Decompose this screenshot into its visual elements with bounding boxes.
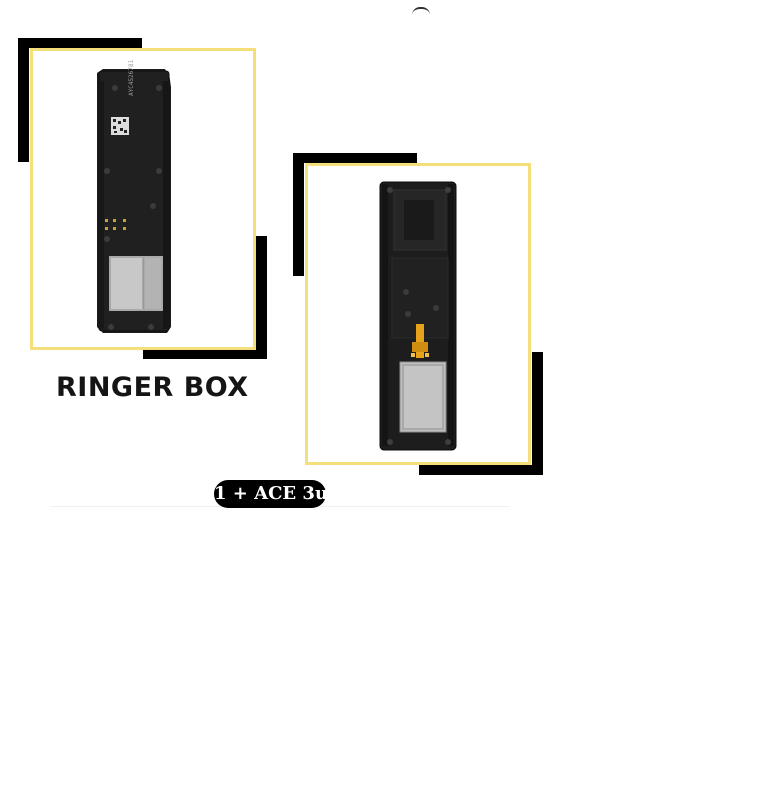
top-mark [412, 7, 430, 15]
photo-frame-front [30, 48, 256, 350]
product-title: RINGER BOX [56, 372, 249, 403]
corner-accent-top-left-2 [293, 153, 417, 163]
ringer-module-back-photo [379, 181, 457, 451]
corner-accent-bottom-right-2-vertical [532, 352, 543, 475]
corner-accent-top-left [18, 38, 142, 48]
photo-frame-back [305, 163, 531, 465]
barcode-text: AYC4526781 [128, 59, 135, 96]
corner-accent-top-left-2-vertical [293, 153, 304, 276]
corner-accent-bottom-right [143, 349, 267, 359]
corner-accent-bottom-right-2 [419, 465, 543, 475]
corner-accent-bottom-right-vertical [256, 236, 267, 359]
ringer-module-front-photo [97, 69, 171, 333]
corner-accent-top-left-vertical [18, 38, 29, 162]
model-badge: 1 + ACE 3u [214, 480, 328, 508]
